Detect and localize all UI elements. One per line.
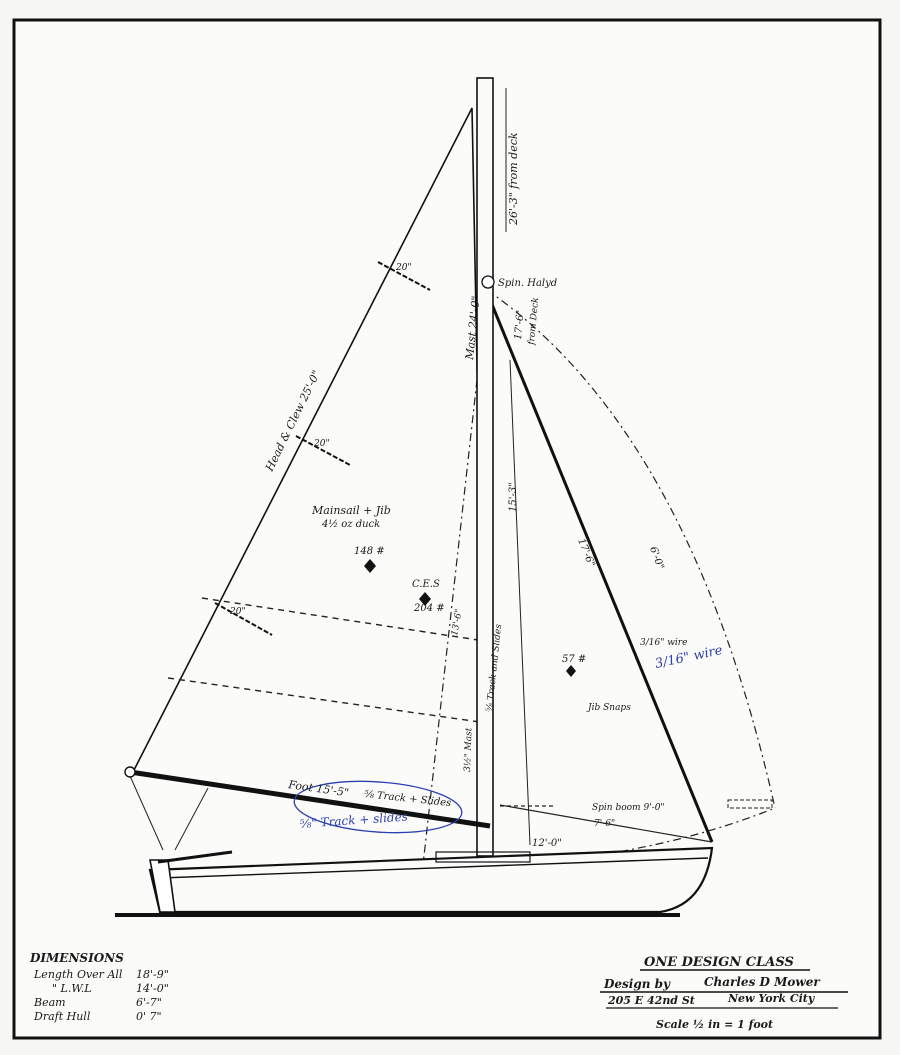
label-mast-dim-15: 15'-3" [508,482,519,512]
ces-marker [419,592,431,606]
label-mainsail-cloth: 4½ oz duck [321,519,380,530]
label-forestay-from-deck: from Deck [527,297,541,346]
label-jib-foot: 7'-6" [594,819,615,829]
blue-ink-circle [293,780,463,834]
cockpit-coaming [435,851,531,863]
hull [115,846,714,917]
dimension-value-loa: 18'-9" [136,968,169,981]
dimension-value-beam: 6'-7" [136,996,162,1009]
boom-end-fitting [124,766,136,778]
label-batten-3: 20" [229,607,246,617]
spin-halyard-block [481,275,495,289]
designer-name: Charles D Mower [704,975,821,989]
label-spin-boom: Spin boom 9'-0" [592,803,665,813]
dimension-value-lwl: 14'-0" [136,982,169,995]
boom-vang [174,787,209,851]
spinnaker-boom-end [727,799,773,809]
label-jib-wire: 3/16" wire [640,638,687,648]
mainsheet [129,775,164,851]
label-mast-lower: 3½" Mast [462,727,475,772]
ce-main-marker [364,559,376,573]
label-area-main: 148 # [354,546,385,557]
batten-2 [295,435,351,466]
label-mast-top-height: 26'-3" from deck [507,132,520,226]
dimension-value-draft: 0' 7" [136,1010,162,1023]
address-street: 205 E 42nd St [607,994,695,1007]
reef-line-upper [201,597,479,641]
design-by-prefix: Design by [603,977,671,991]
tiller [157,850,233,864]
label-mainsail-jib: Mainsail + Jib [311,504,391,517]
dimensions-table: DIMENSIONS Length Over All 18'-9" " L.W.… [29,951,169,1023]
ce-jib-marker [566,665,576,677]
area-markers [364,559,576,677]
mast-spar [476,77,494,857]
label-jib-snaps: Jib Snaps [586,703,631,713]
label-batten-2: 20" [313,439,330,449]
dimensions-heading: DIMENSIONS [29,951,124,965]
address-city: New York City [727,992,816,1005]
label-area-jib: 57 # [562,654,586,665]
forestay [489,301,714,843]
title-block: ONE DESIGN CLASS Design by Charles D Mow… [600,955,848,1031]
title-text: ONE DESIGN CLASS [644,955,794,970]
jib-leech-line [509,359,531,846]
mast [476,77,507,857]
jib [489,301,714,846]
boom [124,766,491,851]
dimension-label-draft: Draft Hull [33,1010,91,1023]
batten-3 [214,602,273,636]
label-spin-halyard: Spin. Halyd [498,278,557,289]
label-forestay-height: 17'-6" [513,310,527,341]
label-mast-dim-13: 13'-6" [450,608,465,636]
dimension-label-beam: Beam [33,996,66,1009]
label-batten-1: 20" [395,263,412,273]
label-area-total: 204 # [413,603,445,614]
dimension-label-loa: Length Over All [33,968,123,981]
label-ces: C.E.S [412,579,440,590]
dimension-label-lwl: " L.W.L [52,982,92,995]
hull-outline [148,846,714,914]
boom-spar [129,769,491,829]
batten-1 [377,261,431,291]
label-spin-foot: 12'-0" [532,838,562,849]
sheer-line [159,857,709,879]
reef-line-lower [167,677,481,723]
scale-note: Scale ½ in = 1 foot [656,1018,773,1031]
jib-foot-line [499,804,713,843]
